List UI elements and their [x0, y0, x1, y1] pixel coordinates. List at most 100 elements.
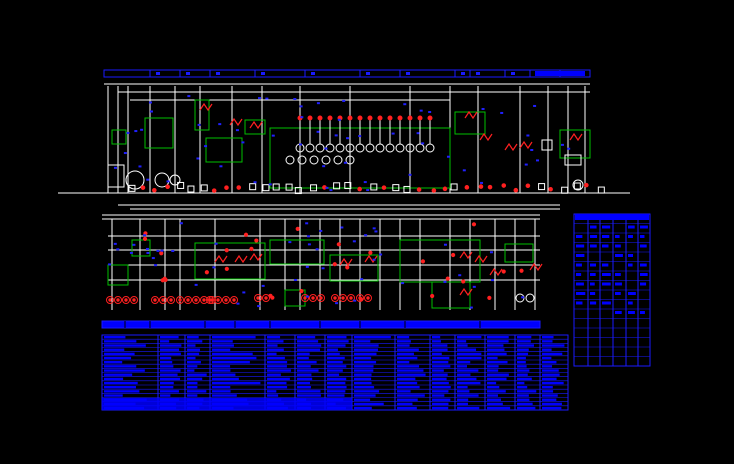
side-table-text-cell [628, 263, 633, 267]
label-mark [489, 251, 493, 254]
label-mark [156, 249, 160, 252]
label-mark [428, 111, 432, 114]
legend-text-cell [160, 390, 179, 393]
label-mark [524, 163, 528, 166]
legend-text-cell [267, 373, 281, 376]
terminal-dot [299, 289, 304, 294]
legend-text-cell [354, 365, 374, 368]
side-table-text-cell [640, 311, 645, 314]
legend-text-cell [517, 340, 531, 343]
legend-text-cell [457, 344, 468, 347]
relay-outline [107, 264, 129, 286]
legend-text-cell [297, 344, 322, 347]
connector-block [200, 184, 208, 192]
terminal-dot [387, 115, 393, 121]
label-mark [268, 183, 272, 186]
side-table-text-cell [640, 225, 648, 229]
connector-block [294, 187, 302, 195]
lamp-symbol [356, 294, 364, 302]
lamp-center [264, 296, 268, 300]
label-mark [329, 189, 333, 192]
legend-text-cell [160, 365, 174, 368]
lamp-center [202, 298, 206, 302]
label-mark [374, 230, 378, 233]
terminal-dot [140, 185, 146, 190]
gauge-lamp [321, 155, 331, 165]
label-mark [242, 291, 246, 294]
label-mark [132, 243, 136, 246]
legend-text-cell [327, 386, 347, 389]
legend-text-cell [267, 365, 287, 368]
connector-block [285, 183, 293, 191]
terminal-dot [345, 265, 350, 270]
legend-text-cell [432, 356, 450, 360]
connector-block [561, 186, 569, 194]
label-mark [143, 234, 147, 237]
legend-text-cell [212, 377, 239, 381]
label-mark [265, 97, 269, 100]
legend-text-cell [267, 336, 281, 339]
side-table-text-cell [615, 254, 623, 257]
legend-text-cell [517, 402, 533, 406]
legend-text-cell [397, 381, 418, 385]
legend-text-cell [327, 336, 347, 339]
legend-text-cell [432, 344, 448, 347]
lamp-center [333, 296, 337, 300]
label-mark [166, 180, 170, 183]
legend-text-cell [187, 361, 201, 364]
connector-block [310, 184, 318, 192]
lower-title-bar [101, 320, 541, 329]
side-table-text-cell [640, 282, 647, 286]
label-mark [408, 173, 412, 176]
legend-text-cell [327, 394, 345, 397]
legend-text-cell [542, 373, 560, 376]
legend-text-cell [354, 336, 391, 339]
legend-text-cell [354, 394, 376, 397]
legend-text-cell [487, 390, 506, 393]
side-table-text-cell [602, 263, 609, 267]
side-table-text-cell [615, 235, 620, 238]
legend-text-cell [212, 344, 234, 347]
relay-coil [519, 140, 533, 150]
label-mark [196, 157, 200, 160]
terminal-dot [367, 115, 373, 121]
legend-text-cell [397, 352, 414, 356]
connector-block [370, 183, 378, 191]
legend-text-cell [487, 344, 504, 347]
connector-block [187, 185, 195, 193]
label-mark [352, 240, 356, 243]
legend-text-cell [187, 365, 198, 368]
side-table-text-cell [576, 235, 583, 238]
terminal-dot [165, 184, 170, 190]
label-mark [305, 295, 309, 298]
legend-text-cell [160, 369, 181, 372]
label-mark [481, 107, 485, 110]
label-mark [236, 302, 240, 305]
legend-text-cell [397, 340, 411, 343]
lamp-symbol [192, 296, 200, 304]
label-mark [315, 248, 319, 251]
legend-text-cell [397, 361, 410, 364]
terminal-dot [317, 115, 323, 121]
relay-coil [464, 110, 478, 120]
legend-text-cell [487, 365, 499, 368]
legend-text-cell [212, 336, 256, 339]
legend-text-cell [457, 377, 477, 381]
legend-text-cell [542, 336, 554, 339]
legend-text-cell [457, 336, 482, 339]
legend-text-cell [327, 348, 338, 351]
label-mark [261, 284, 265, 287]
label-mark [366, 189, 370, 192]
indicator-lamp [385, 143, 395, 153]
terminal-dot [368, 250, 373, 255]
terminal-dot [471, 222, 477, 227]
terminal-dot [254, 238, 259, 243]
lamp-symbol [151, 296, 159, 304]
battery-block [111, 129, 127, 145]
terminal-dot [525, 183, 531, 189]
lamp-center [311, 296, 315, 300]
side-table-text-cell [590, 273, 596, 276]
relay-coil [199, 102, 213, 112]
terminal-dot [152, 187, 157, 193]
legend-text-cell [542, 348, 552, 351]
